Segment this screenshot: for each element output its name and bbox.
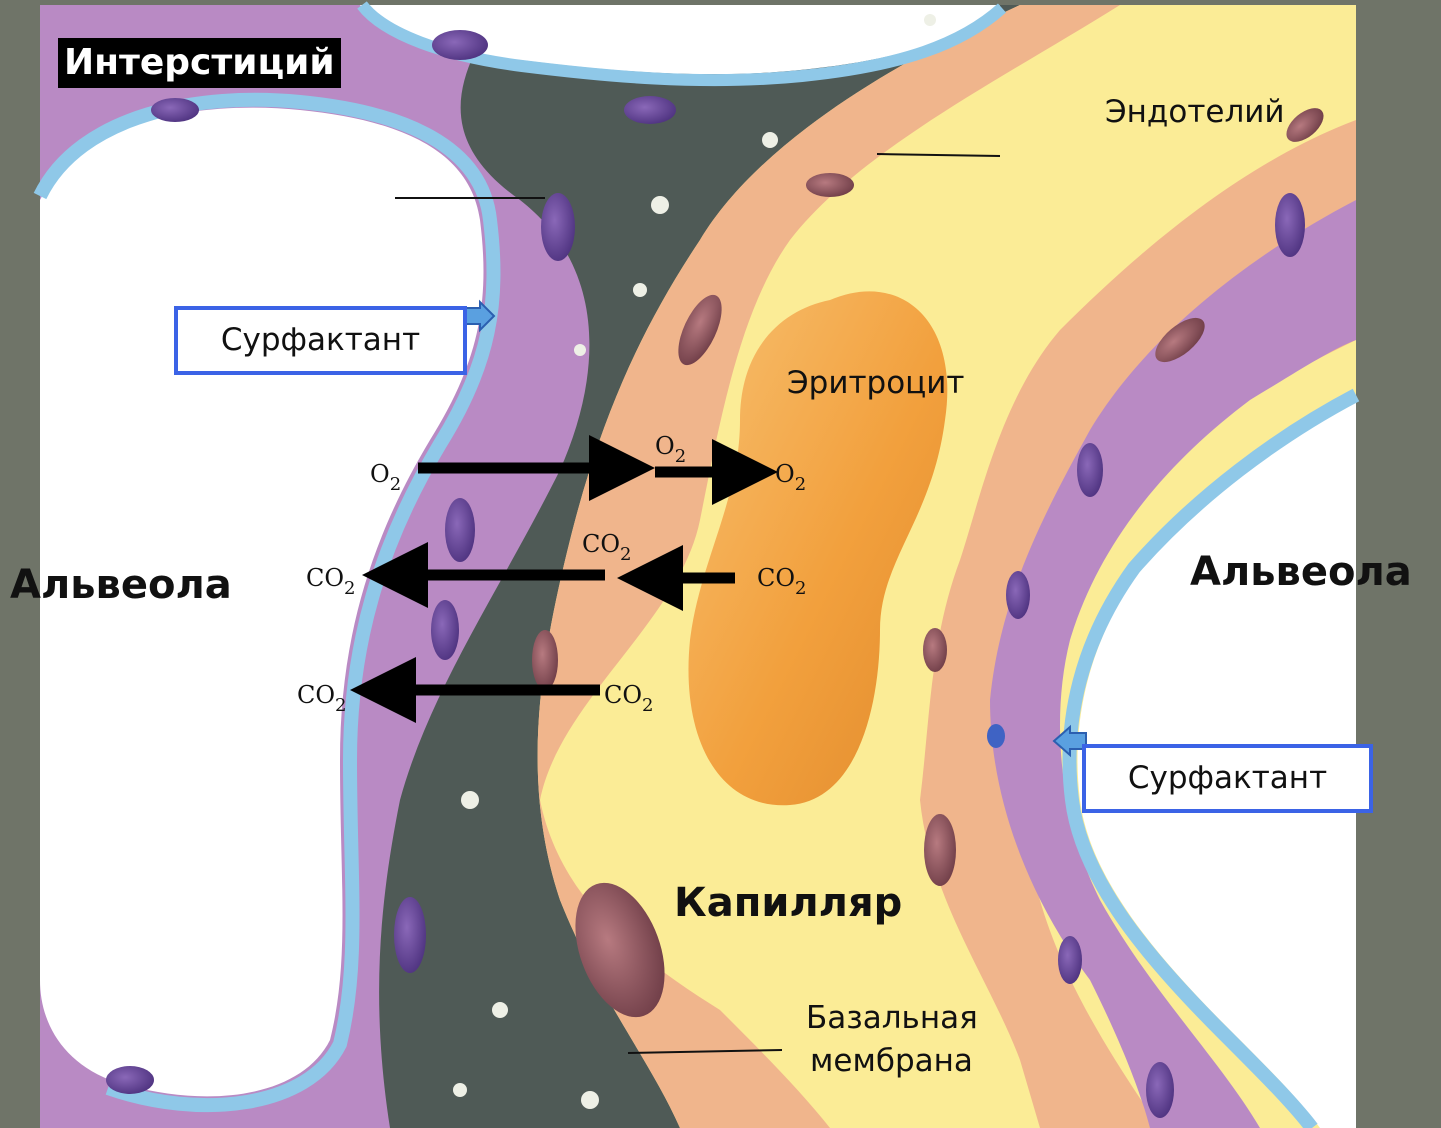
label-surfactant-right: Сурфактант	[1082, 744, 1373, 813]
label-erythrocyte: Эритроцит	[787, 365, 964, 401]
label-alveola-right: Альвеола	[1190, 549, 1412, 595]
label-alveola-left: Альвеола	[10, 562, 232, 608]
title-interstitium: Интерстиций	[58, 38, 341, 88]
label-basal-membrane-line2: мембрана	[810, 1043, 973, 1079]
label-capillary: Капилляр	[674, 880, 902, 926]
label-surfactant-left: Сурфактант	[174, 306, 467, 375]
label-endothelium: Эндотелий	[1105, 94, 1285, 130]
label-basal-membrane-line1: Базальная	[806, 1000, 978, 1036]
